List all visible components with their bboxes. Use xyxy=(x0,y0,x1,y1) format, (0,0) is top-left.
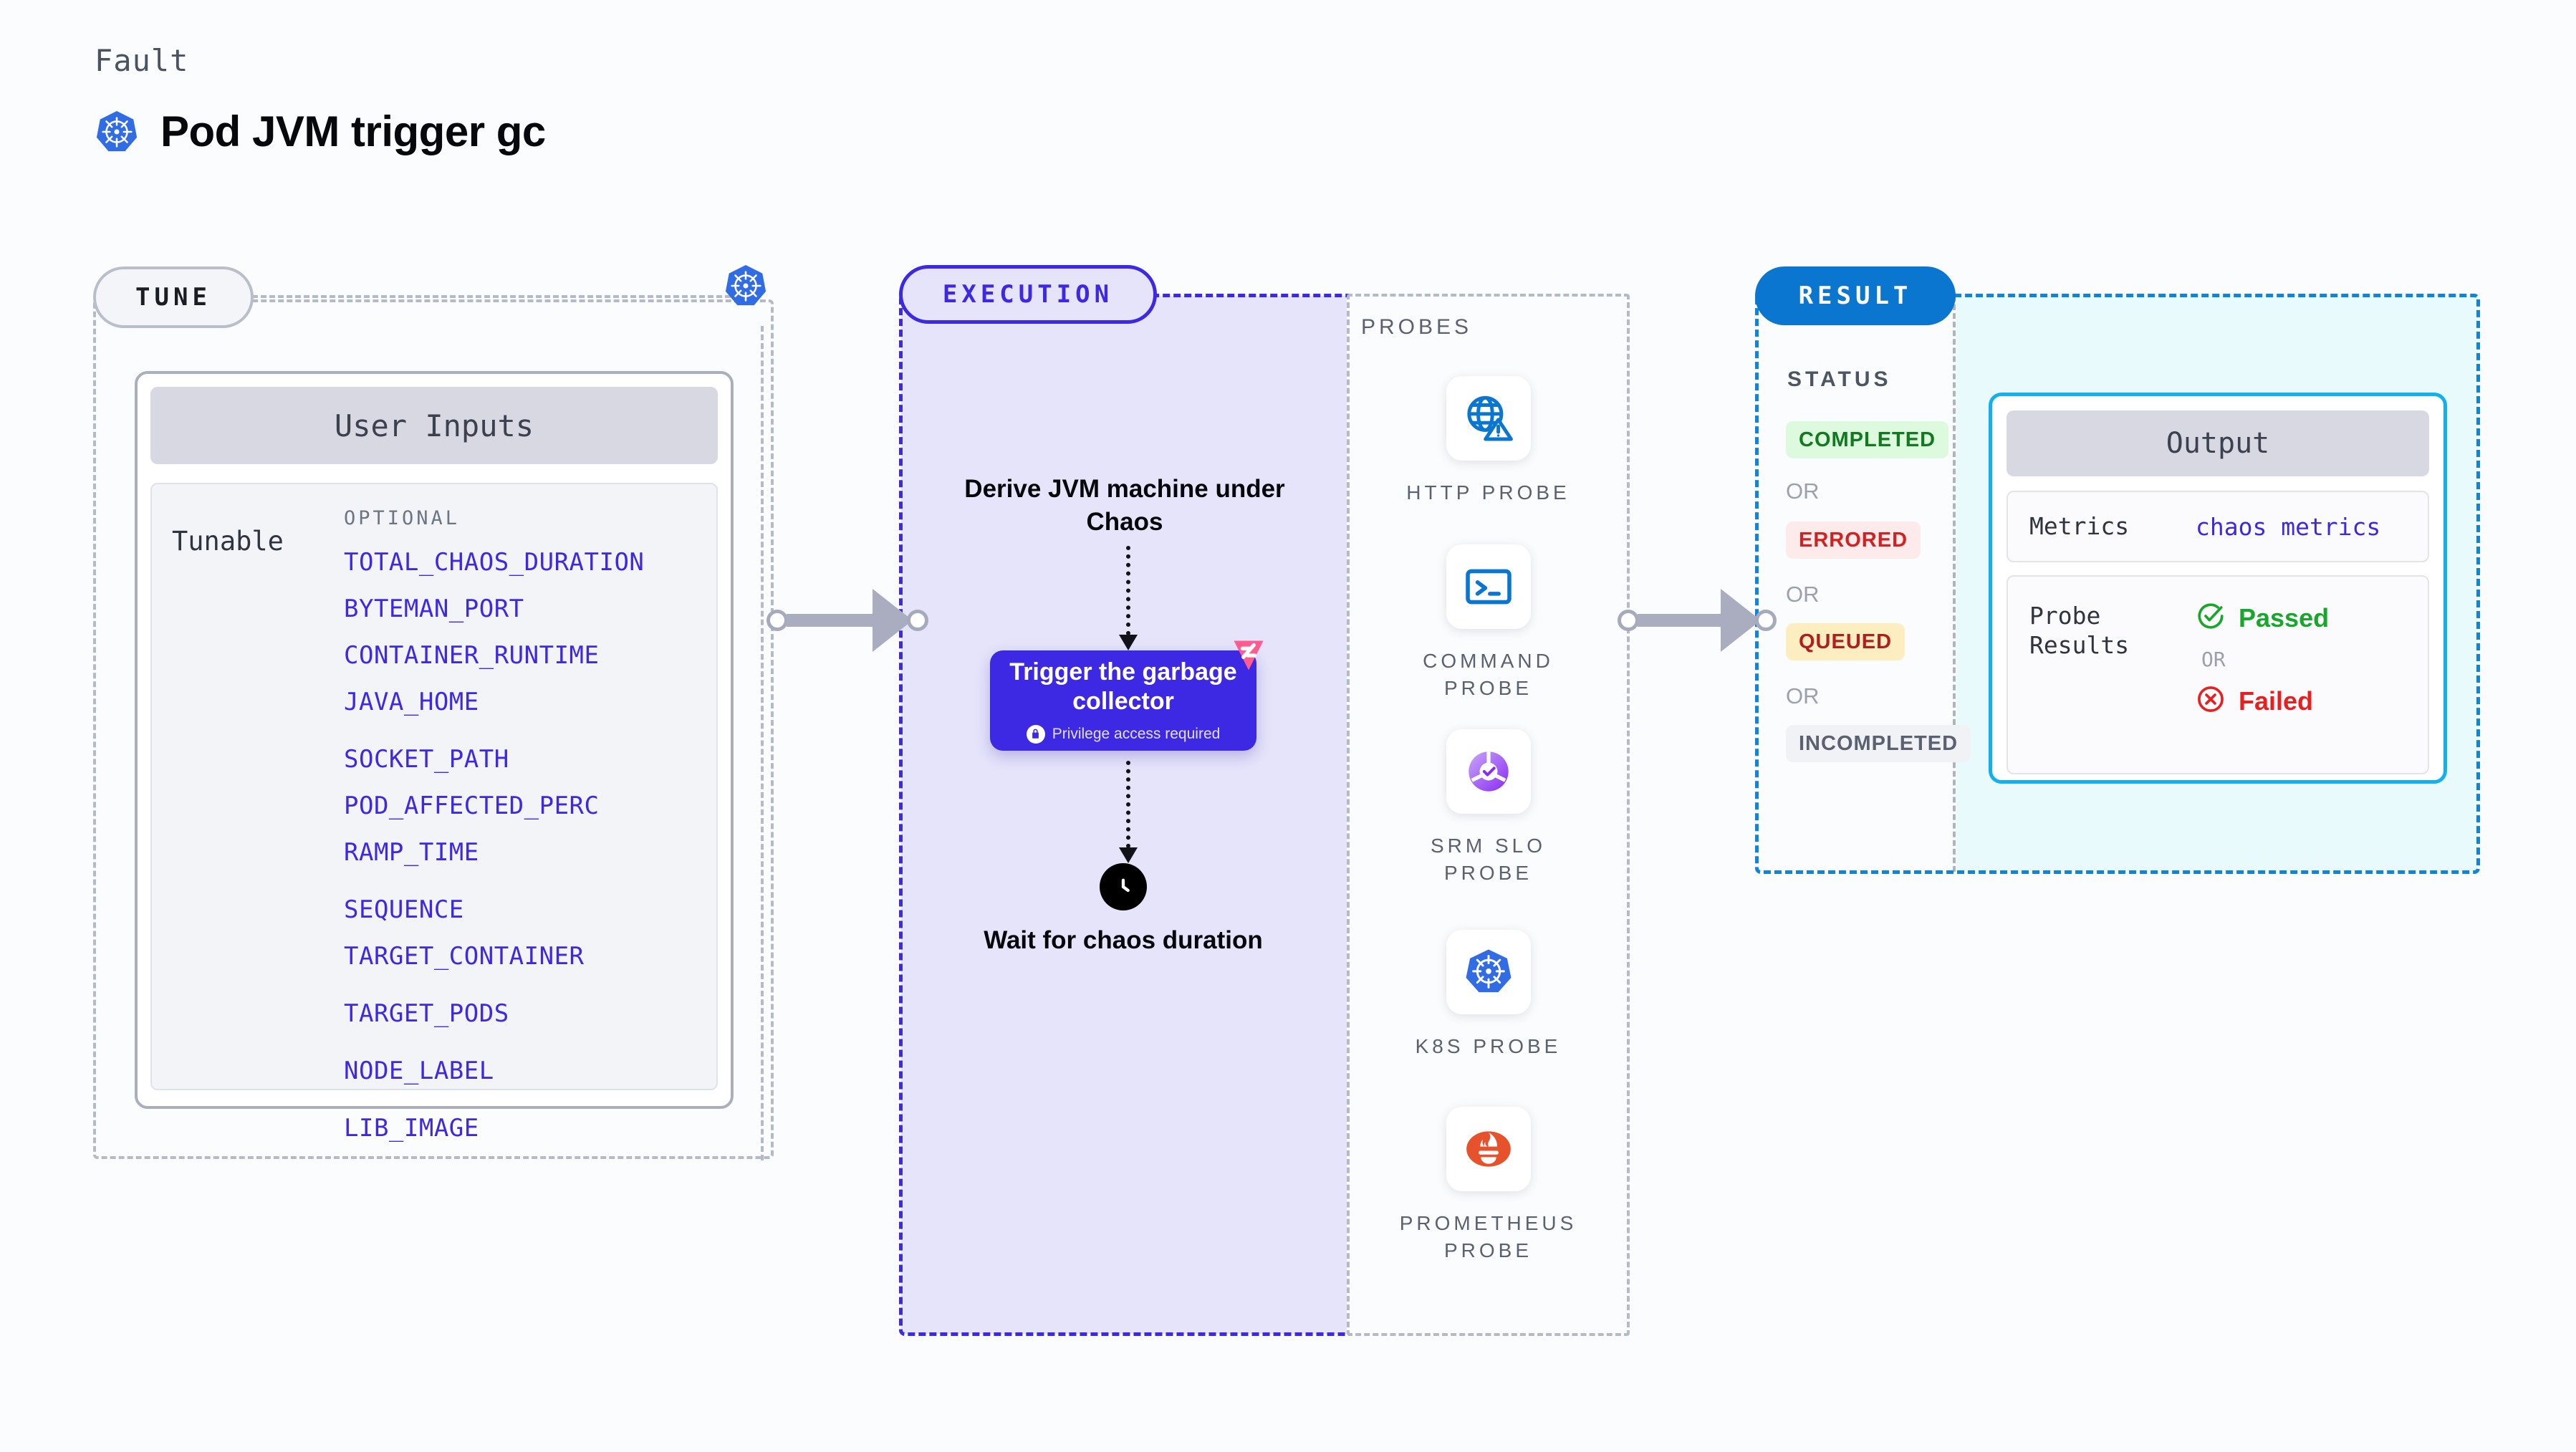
arrow-stem xyxy=(1126,546,1130,635)
status-title: STATUS xyxy=(1787,367,1892,391)
tunable-section: Tunable OPTIONAL TOTAL_CHAOS_DURATION BY… xyxy=(150,483,718,1143)
tunable-item[interactable]: TARGET_PODS xyxy=(344,999,509,1028)
fault-kicker: Fault xyxy=(95,43,189,78)
kubernetes-icon xyxy=(724,264,768,308)
tune-connector-line xyxy=(252,295,739,298)
lock-icon xyxy=(1026,724,1045,744)
connector-arrowhead xyxy=(873,589,913,652)
user-inputs-header: User Inputs xyxy=(150,387,718,464)
result-zone xyxy=(1755,294,2480,874)
connector-bar xyxy=(787,614,874,627)
flow-arrow-1 xyxy=(1119,546,1138,650)
kubernetes-icon xyxy=(1446,930,1531,1014)
connector-dot xyxy=(1755,610,1777,631)
harness-logo-icon xyxy=(1228,635,1269,680)
tunable-item[interactable]: TOTAL_CHAOS_DURATION xyxy=(344,548,645,577)
execution-step-derive-jvm: Derive JVM machine under Chaos xyxy=(964,475,1285,536)
probe-command[interactable]: COMMAND PROBE xyxy=(1400,544,1576,702)
tunable-label: Tunable xyxy=(172,526,284,557)
failed-label: Failed xyxy=(2239,686,2314,716)
flow-arrow-2 xyxy=(1119,761,1138,863)
clock-icon xyxy=(1100,863,1147,910)
probe-results-or: OR xyxy=(2201,648,2226,671)
optional-label: OPTIONAL xyxy=(344,507,461,529)
probe-result-failed: Failed xyxy=(2196,684,2329,718)
action-card-note: Privilege access required xyxy=(1052,725,1221,742)
tune-zone xyxy=(93,299,774,1159)
status-or-label: OR xyxy=(1786,582,1820,607)
execution-step-wait: Wait for chaos duration xyxy=(984,926,1263,954)
tunable-list: OPTIONAL TOTAL_CHAOS_DURATION BYTEMAN_PO… xyxy=(344,507,716,1143)
arrow-stem xyxy=(1126,761,1130,848)
page-title: Pod JVM trigger gc xyxy=(160,107,546,155)
passed-label: Passed xyxy=(2239,602,2330,633)
tunable-item[interactable]: SOCKET_PATH xyxy=(344,745,509,774)
connector-execution-to-result xyxy=(1618,589,1777,652)
metrics-key: Metrics xyxy=(2029,512,2130,541)
status-badge-incompleted: INCOMPLETED xyxy=(1786,725,1971,762)
connector-dot xyxy=(766,610,788,631)
connector-tune-to-execution xyxy=(766,589,928,652)
status-badge-errored: ERRORED xyxy=(1786,521,1921,559)
tunable-item[interactable]: JAVA_HOME xyxy=(344,688,479,716)
title-row: Pod JVM trigger gc xyxy=(95,107,546,156)
connector-dot xyxy=(907,610,928,631)
tunable-item[interactable]: LIB_IMAGE xyxy=(344,1114,479,1143)
tunable-item[interactable]: TARGET_CONTAINER xyxy=(344,942,585,971)
arrow-tip xyxy=(1119,847,1138,863)
probe-result-passed: Passed xyxy=(2196,601,2329,635)
result-pill[interactable]: RESULT xyxy=(1755,266,1956,325)
tunable-item[interactable]: RAMP_TIME xyxy=(344,838,479,867)
result-status-zone xyxy=(1757,296,1956,872)
action-card-note-row: Privilege access required xyxy=(1026,724,1221,744)
probe-prometheus[interactable]: PROMETHEUS PROBE xyxy=(1400,1107,1576,1264)
metrics-row: Metrics chaos metrics xyxy=(2007,491,2429,562)
probe-label: COMMAND PROBE xyxy=(1423,650,1554,699)
probe-label: PROMETHEUS PROBE xyxy=(1399,1212,1577,1261)
execution-pill[interactable]: EXECUTION xyxy=(899,265,1157,324)
execution-background xyxy=(901,296,1349,1334)
probe-label: HTTP PROBE xyxy=(1406,481,1570,504)
probe-label: SRM SLO PROBE xyxy=(1430,835,1547,884)
tunable-item[interactable]: POD_AFFECTED_PERC xyxy=(344,792,600,820)
page-header: Fault Pod JVM trigger gc xyxy=(95,43,546,156)
connector-bar xyxy=(1638,614,1722,627)
execution-action-card[interactable]: Trigger the garbage collector Privilege … xyxy=(990,650,1256,751)
tunable-item[interactable]: CONTAINER_RUNTIME xyxy=(344,641,600,670)
output-header: Output xyxy=(2007,410,2429,476)
action-card-title: Trigger the garbage collector xyxy=(1009,658,1237,715)
status-or-label: OR xyxy=(1786,683,1820,708)
globe-warning-icon xyxy=(1446,376,1531,461)
metrics-value[interactable]: chaos metrics xyxy=(2196,512,2381,541)
prometheus-icon xyxy=(1446,1107,1531,1191)
probe-k8s[interactable]: K8S PROBE xyxy=(1400,930,1576,1060)
tunable-item[interactable]: SEQUENCE xyxy=(344,895,464,924)
connector-dot xyxy=(1618,610,1639,631)
terminal-icon xyxy=(1446,544,1531,629)
probe-http[interactable]: HTTP PROBE xyxy=(1400,376,1576,506)
probe-label: K8S PROBE xyxy=(1415,1035,1562,1057)
probes-title: PROBES xyxy=(1361,315,1473,339)
status-or-label: OR xyxy=(1786,479,1820,504)
tunable-item[interactable]: NODE_LABEL xyxy=(344,1057,494,1085)
tune-pill[interactable]: TUNE xyxy=(93,266,254,328)
tunable-item[interactable]: BYTEMAN_PORT xyxy=(344,595,524,623)
srm-slo-icon xyxy=(1446,729,1531,814)
tune-vertical-line xyxy=(761,326,764,1160)
status-badge-completed: COMPLETED xyxy=(1786,421,1949,458)
connector-arrowhead xyxy=(1721,589,1761,652)
arrow-tip xyxy=(1119,635,1138,650)
check-circle-icon xyxy=(2196,601,2226,635)
probe-srm-slo[interactable]: SRM SLO PROBE xyxy=(1400,729,1576,887)
kubernetes-icon xyxy=(95,110,139,154)
probe-results-values: Passed OR Failed xyxy=(2196,601,2329,773)
user-inputs-card: User Inputs Tunable OPTIONAL TOTAL_CHAOS… xyxy=(135,371,734,1143)
x-circle-icon xyxy=(2196,684,2226,718)
status-badge-queued: QUEUED xyxy=(1786,623,1905,660)
